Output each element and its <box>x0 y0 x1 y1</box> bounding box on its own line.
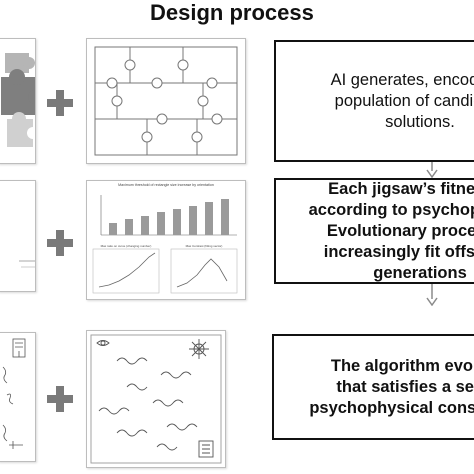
step-1-line: AI generates, encodes a <box>330 70 474 89</box>
plus-icon <box>45 228 75 258</box>
page-title: Design process <box>150 0 314 25</box>
step-3-line: psychophysical constraints <box>309 398 474 417</box>
psychophysics-charts-image: Maximum threshold of rectangle size incr… <box>86 180 246 300</box>
stimulus-image <box>0 180 36 292</box>
step-2-text: Each jigsaw’s fitness is according to ps… <box>290 180 474 282</box>
step-3-line: that satisfies a set of <box>336 377 474 396</box>
jigsaw-pieces-image <box>0 38 36 164</box>
step-2-line: generations <box>373 263 467 282</box>
plus-icon <box>45 88 75 118</box>
evolved-jigsaw-image <box>86 330 226 468</box>
step-1-text: AI generates, encodes a population of ca… <box>290 42 474 160</box>
subplot-title-left: Max ratio on curve (changing number) <box>100 244 152 248</box>
chart-panel-title: Maximum threshold of rectangle size incr… <box>118 183 214 187</box>
step-3-line: The algorithm evolves <box>330 356 474 375</box>
down-arrow-icon <box>426 284 438 307</box>
step-1-line: population of candidate <box>334 91 474 110</box>
bar <box>189 206 197 235</box>
bar <box>173 209 181 235</box>
step-2-line: according to psychophysics <box>308 200 474 219</box>
step-box-1: AI generates, encodes a population of ca… <box>274 40 474 162</box>
plus-icon <box>45 384 75 414</box>
subplot-title-right: Max Contrast (fitting vector) <box>185 244 223 248</box>
bar <box>157 212 165 235</box>
bar <box>205 202 213 235</box>
decorated-jigsaw-image <box>0 332 36 462</box>
down-arrow-icon <box>426 162 438 179</box>
step-box-3: The algorithm evolves that satisfies a s… <box>272 334 474 440</box>
step-3-text: The algorithm evolves that satisfies a s… <box>288 336 474 438</box>
jigsaw-grid-image <box>86 38 246 164</box>
bar <box>221 199 229 235</box>
step-1-line: solutions. <box>385 112 455 131</box>
bar <box>125 219 133 235</box>
step-2-line: Evolutionary processes <box>326 221 474 240</box>
bar <box>141 216 149 235</box>
step-box-2: Each jigsaw’s fitness is according to ps… <box>274 178 474 284</box>
bar <box>109 223 117 235</box>
step-2-line: Each jigsaw’s fitness is <box>328 179 474 198</box>
step-2-line: increasingly fit offspring <box>323 242 474 261</box>
